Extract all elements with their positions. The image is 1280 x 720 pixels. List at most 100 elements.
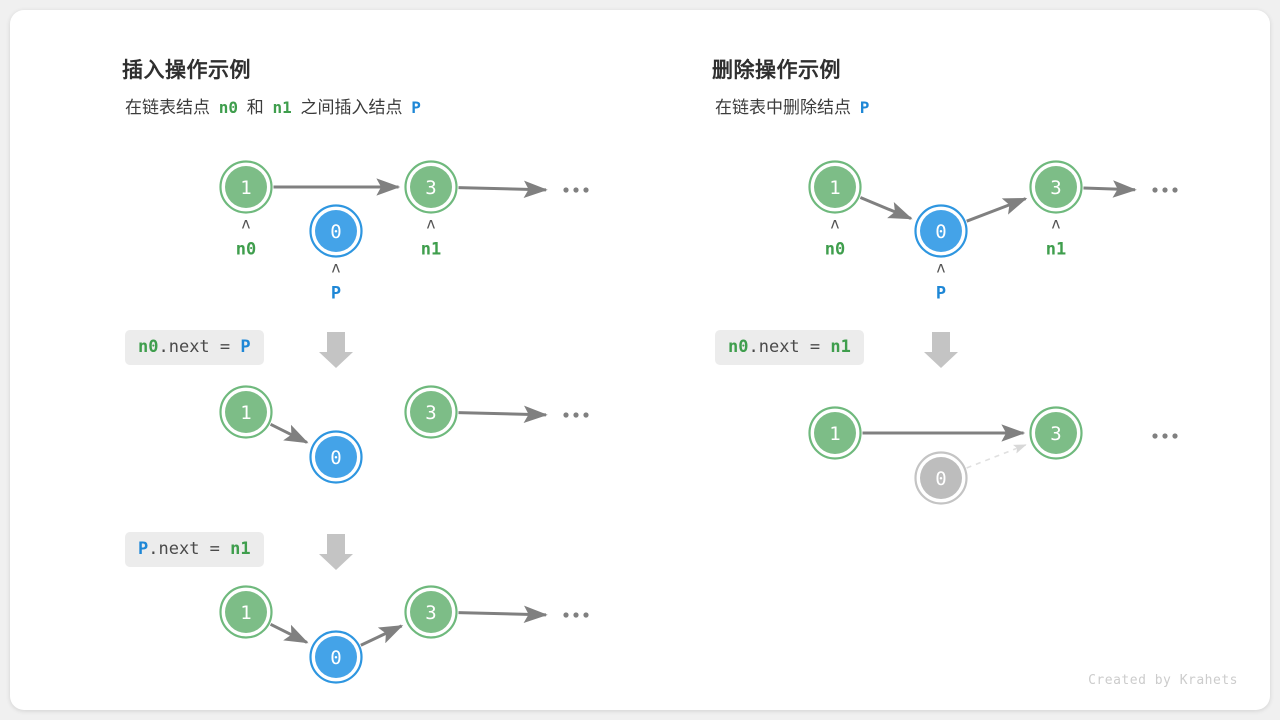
pointer-label-n1: n1 xyxy=(1046,240,1066,260)
ellipsis-dot xyxy=(573,612,579,618)
node-outer-ring xyxy=(219,160,273,214)
node-value: 0 xyxy=(330,447,341,469)
edge-arrow xyxy=(1083,180,1137,198)
node-circle-0 xyxy=(920,457,962,499)
node-circle-1 xyxy=(814,412,856,454)
node-circle-1 xyxy=(225,166,267,208)
ellipsis-dot xyxy=(1152,433,1158,439)
node-outer-ring xyxy=(1029,160,1083,214)
node-value: 0 xyxy=(935,221,946,243)
ellipsis-dot xyxy=(573,187,579,193)
ellipsis-dot xyxy=(1172,187,1178,193)
diagram-row: 1 0 3 xyxy=(219,585,589,684)
node-outer-ring xyxy=(404,385,458,439)
edge-arrow xyxy=(269,622,309,644)
pointer-caret: ʌ xyxy=(831,215,840,233)
pointer-label-n1: n1 xyxy=(421,240,441,260)
step-down-arrow xyxy=(924,332,958,368)
left-step2-code-chip: P.next = n1 xyxy=(125,532,264,568)
node-circle-0 xyxy=(315,210,357,252)
ellipsis-dot xyxy=(583,612,589,618)
node-value: 0 xyxy=(330,647,341,669)
step-down-arrow xyxy=(319,534,353,570)
pointer-caret: ʌ xyxy=(332,259,341,277)
node-circle-0 xyxy=(315,636,357,678)
subtitle-token-p: P xyxy=(859,98,870,117)
edge-arrow xyxy=(269,422,309,444)
ellipsis-dot xyxy=(563,612,569,618)
node-circle-3 xyxy=(1035,166,1077,208)
node-value: 3 xyxy=(425,602,436,624)
edge-arrow xyxy=(966,197,1028,223)
node-outer-ring xyxy=(808,406,862,460)
node-value: 1 xyxy=(829,177,840,199)
node-value: 1 xyxy=(240,402,251,424)
node-value: 1 xyxy=(829,423,840,445)
pointer-caret: ʌ xyxy=(1052,215,1061,233)
node-outer-ring xyxy=(219,585,273,639)
ellipsis-dot xyxy=(563,187,569,193)
edge-arrow xyxy=(458,180,548,198)
node-value: 1 xyxy=(240,602,251,624)
code-middle: .next = xyxy=(148,539,231,559)
pointer-caret: ʌ xyxy=(937,259,946,277)
code-target: n0 xyxy=(728,337,749,357)
ellipsis-dot xyxy=(573,412,579,418)
ellipsis-dot xyxy=(1162,187,1168,193)
node-value: 3 xyxy=(1050,423,1061,445)
edge-arrow xyxy=(458,405,548,423)
code-middle: .next = xyxy=(748,337,831,357)
pointer-caret: ʌ xyxy=(242,215,251,233)
ellipsis-dot xyxy=(1172,433,1178,439)
subtitle-text-1: 在链表结点 xyxy=(125,98,210,117)
subtitle-text-2: 和 xyxy=(246,98,264,117)
diagram-row: 1 0 3 xyxy=(808,406,1178,505)
node-outer-ring xyxy=(309,630,363,684)
code-middle: .next = xyxy=(158,337,241,357)
ellipsis-dot xyxy=(583,412,589,418)
subtitle-token-n1: n1 xyxy=(272,98,292,117)
left-step1-code-chip: n0.next = P xyxy=(125,330,264,366)
node-value: 1 xyxy=(240,177,251,199)
subtitle-token-n0: n0 xyxy=(218,98,238,117)
node-circle-0 xyxy=(315,436,357,478)
node-value: 3 xyxy=(425,177,436,199)
ellipsis-dot xyxy=(1152,187,1158,193)
ellipsis-dot xyxy=(1162,433,1168,439)
node-outer-ring xyxy=(808,160,862,214)
pointer-label-n0: n0 xyxy=(825,240,845,260)
node-outer-ring xyxy=(404,585,458,639)
right-panel-title: 删除操作示例 xyxy=(712,59,841,82)
node-circle-1 xyxy=(814,166,856,208)
code-target: n0 xyxy=(138,337,159,357)
node-value: 3 xyxy=(1050,177,1061,199)
node-circle-1 xyxy=(225,591,267,633)
node-value: 0 xyxy=(935,468,946,490)
node-outer-ring xyxy=(309,204,363,258)
code-value: n1 xyxy=(230,539,251,559)
node-outer-ring xyxy=(404,160,458,214)
right-step1-code-chip: n0.next = n1 xyxy=(715,330,864,366)
left-panel-title: 插入操作示例 xyxy=(122,59,251,82)
ellipsis-dot xyxy=(563,412,569,418)
subtitle-token-p: P xyxy=(411,98,421,117)
credit-text: Created by Krahets xyxy=(1088,673,1238,688)
node-outer-ring xyxy=(219,385,273,439)
subtitle-text-3: 之间插入结点 xyxy=(300,98,403,117)
edge-arrow xyxy=(360,624,404,647)
node-circle-3 xyxy=(1035,412,1077,454)
node-value: 3 xyxy=(425,402,436,424)
pointer-label-P: P xyxy=(331,284,341,304)
pointer-label-n0: n0 xyxy=(236,240,256,260)
node-outer-ring xyxy=(914,204,968,258)
node-circle-3 xyxy=(410,391,452,433)
edge-arrow xyxy=(458,605,548,623)
pointer-caret: ʌ xyxy=(427,215,436,233)
step-down-arrow xyxy=(319,332,353,368)
node-circle-3 xyxy=(410,166,452,208)
subtitle-text-1: 在链表中删除结点 xyxy=(715,98,851,117)
code-target: P xyxy=(138,539,149,559)
